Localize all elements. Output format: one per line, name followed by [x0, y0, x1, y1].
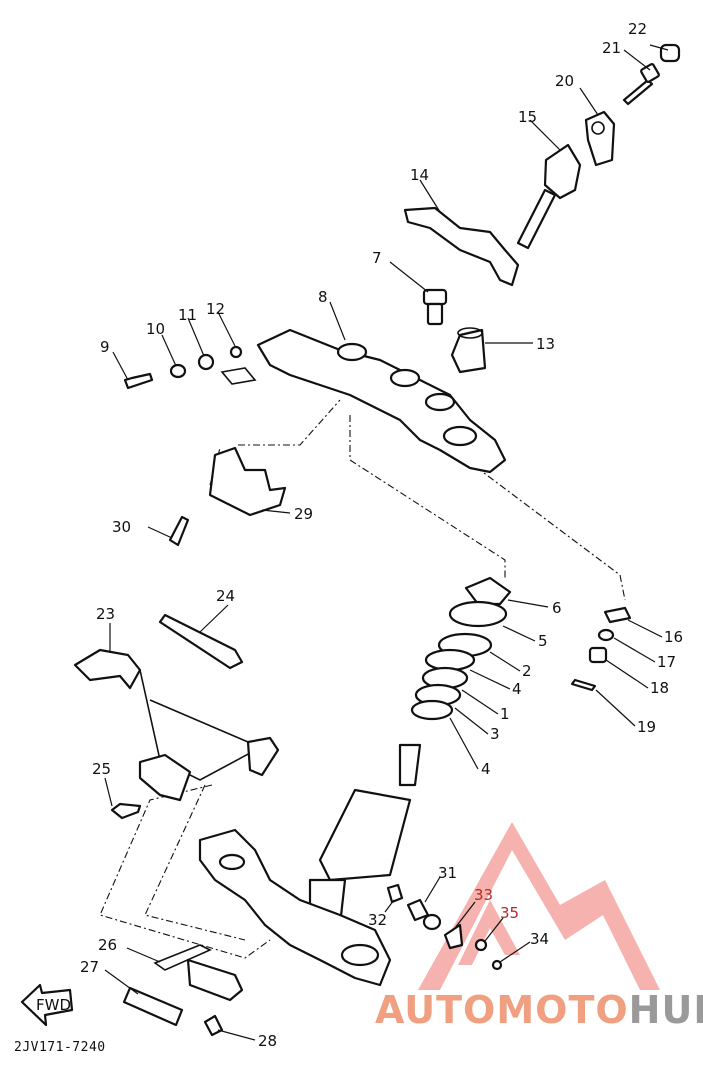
part-labels: 22 21 20 15 14 7 8 13 9 10 11 12 30 29 6…: [80, 20, 683, 1050]
label-part-17: 17: [657, 653, 676, 671]
fwd-label: FWD: [36, 996, 71, 1014]
label-part-3: 3: [490, 725, 500, 743]
leader-lines: [104, 44, 669, 1041]
lower-bracket: [198, 828, 392, 987]
fwd-arrow-icon: FWD: [20, 983, 74, 1027]
bearing-stack: [410, 576, 512, 721]
label-part-6: 6: [552, 599, 562, 617]
part-25-bolt: [110, 802, 142, 820]
label-part-20: 20: [555, 72, 574, 90]
label-part-24: 24: [216, 587, 235, 605]
label-part-14: 14: [410, 166, 429, 184]
label-part-18: 18: [650, 679, 669, 697]
parts-9-12: [123, 345, 257, 390]
label-part-27: 27: [80, 958, 99, 976]
label-part-7: 7: [372, 249, 382, 267]
label-part-22: 22: [628, 20, 647, 38]
label-part-4-upper: 4: [512, 680, 522, 698]
part-24-strap: [158, 613, 244, 670]
label-part-31: 31: [438, 864, 457, 882]
watermark-logo-icon: [418, 822, 660, 990]
label-part-5: 5: [538, 632, 548, 650]
label-part-11: 11: [178, 306, 197, 324]
label-part-34: 34: [530, 930, 549, 948]
label-part-9: 9: [100, 338, 110, 356]
parts-26-28: [122, 944, 244, 1037]
label-part-23: 23: [96, 605, 115, 623]
part-15-handlebar: [516, 143, 582, 250]
label-part-15: 15: [518, 108, 537, 126]
diagram-code: 2JV171-7240: [14, 1040, 106, 1055]
label-part-35: 35: [500, 904, 519, 922]
label-part-26: 26: [98, 936, 117, 954]
label-part-21: 21: [602, 39, 621, 57]
parts-16-19: [570, 606, 632, 692]
label-part-10: 10: [146, 320, 165, 338]
watermark-part-b: HUB: [628, 988, 703, 1032]
part-29-bracket: [208, 446, 287, 517]
label-part-30: 30: [112, 518, 131, 536]
part-23-stand: [73, 648, 280, 802]
part-20-clamp: [584, 110, 616, 167]
upper-bracket: [256, 328, 507, 474]
label-part-28: 28: [258, 1032, 277, 1050]
label-part-13: 13: [536, 335, 555, 353]
watermark-part-a: AUTOMOTO: [375, 988, 629, 1032]
parts-31-35: [386, 883, 503, 971]
steering-stem: [308, 743, 422, 927]
label-part-25: 25: [92, 760, 111, 778]
label-part-16: 16: [664, 628, 683, 646]
label-part-33: 33: [474, 886, 493, 904]
label-part-12: 12: [206, 300, 225, 318]
label-part-1: 1: [500, 705, 510, 723]
part-30-bolt: [168, 515, 190, 547]
watermark-text: AUTOMOTOHUB: [375, 988, 703, 1032]
part-7-nut: [422, 288, 448, 326]
label-part-32: 32: [368, 911, 387, 929]
part-22-cap: [659, 43, 681, 63]
label-part-29: 29: [294, 505, 313, 523]
label-part-8: 8: [318, 288, 328, 306]
part-14-bracket: [403, 206, 520, 287]
label-part-4-lower: 4: [481, 760, 491, 778]
label-part-19: 19: [637, 718, 656, 736]
part-21-bolt: [622, 63, 660, 106]
label-part-2: 2: [522, 662, 532, 680]
part-13-cylinder: [450, 327, 487, 374]
